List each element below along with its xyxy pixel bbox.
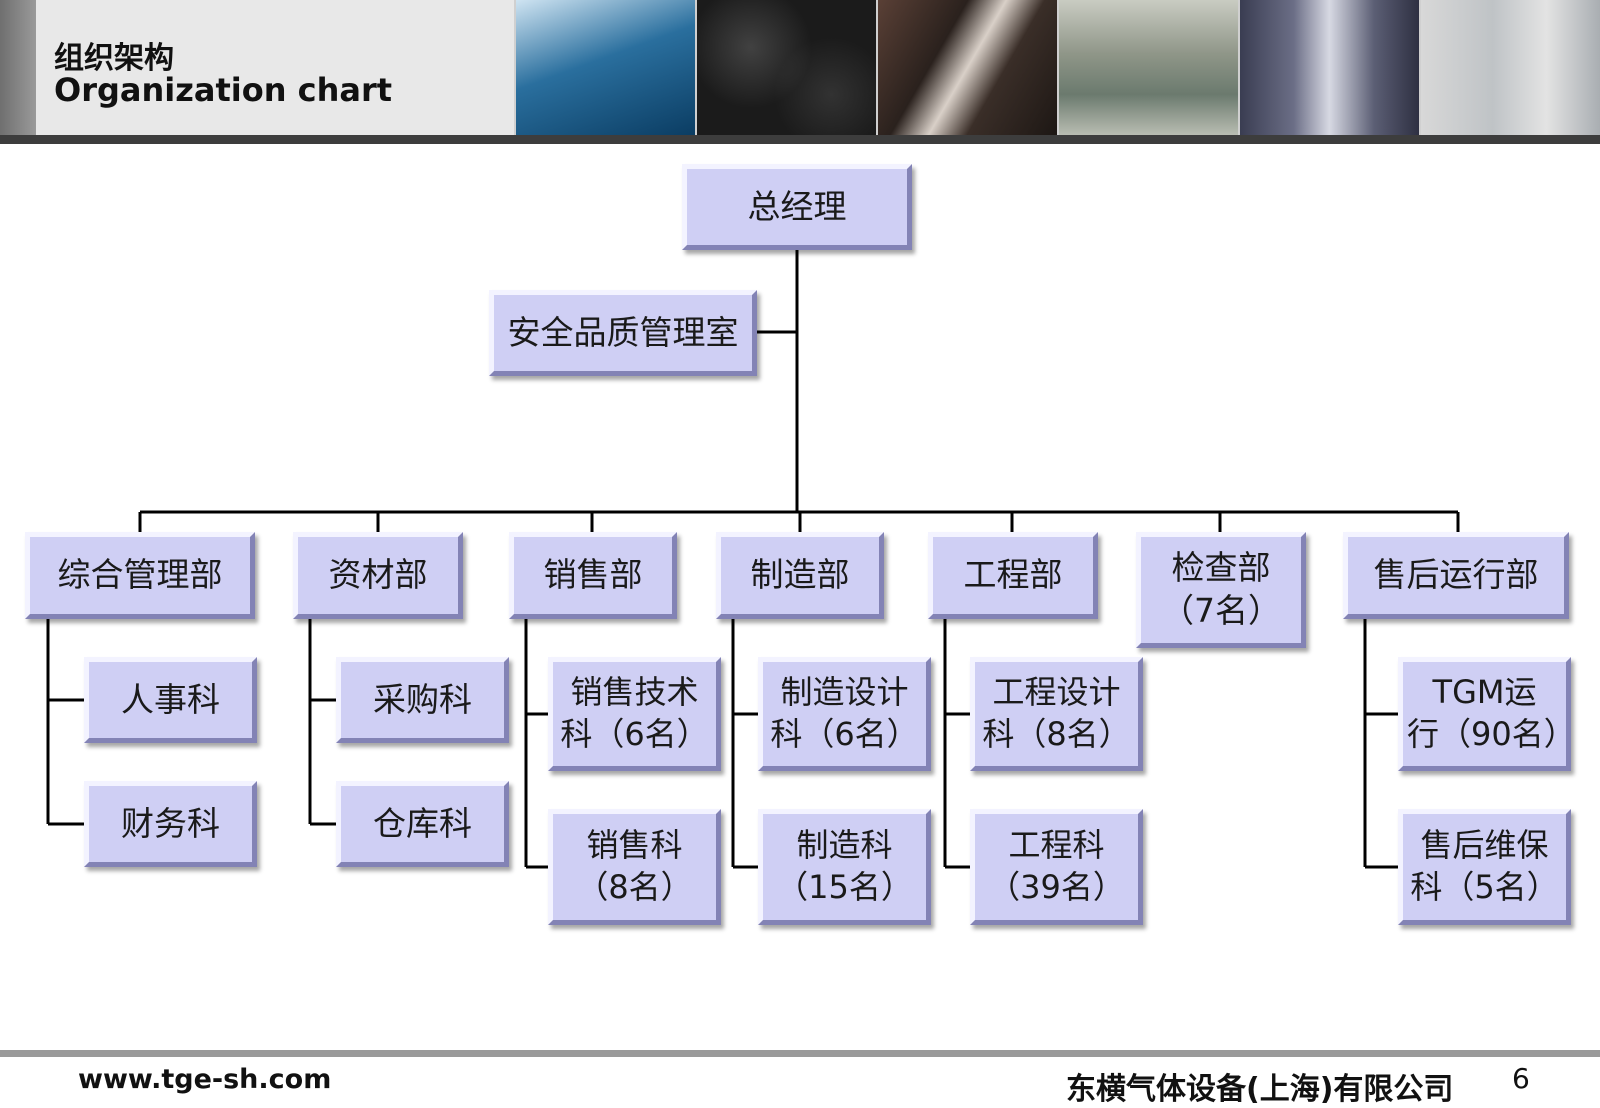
node-dept-general-admin: 综合管理部: [25, 532, 255, 619]
node-sec-sales-tech: 销售技术 科（6名）: [548, 657, 721, 771]
header-divider: [0, 135, 1600, 144]
node-dept-after-sales: 售后运行部: [1343, 532, 1569, 619]
footer-website-link[interactable]: www.tge-sh.com: [78, 1064, 332, 1095]
node-safety-quality-office: 安全品质管理室: [489, 290, 757, 376]
factory-photo: [1057, 0, 1238, 135]
node-dept-engineering: 工程部: [928, 532, 1098, 619]
node-dept-materials: 资材部: [293, 532, 463, 619]
node-sec-sales: 销售科 （8名）: [548, 809, 721, 925]
header-banner: 组织架构 Organization chart: [0, 0, 1600, 135]
node-dept-sales: 销售部: [509, 532, 677, 619]
node-sec-mfg-design: 制造设计 科（6名）: [758, 657, 931, 771]
footer-divider: [0, 1050, 1600, 1057]
page-number: 6: [1512, 1062, 1530, 1095]
header-accent-bar: [0, 0, 36, 135]
footer-company-name: 东横气体设备(上海)有限公司: [1066, 1072, 1454, 1107]
title-chinese: 组织架构: [54, 41, 174, 76]
photo-strip: [514, 0, 1600, 135]
cleanroom-photo: [514, 0, 695, 135]
node-sec-after-sales-maint: 售后维保 科（5名）: [1398, 809, 1571, 925]
node-sec-purchasing: 采购科: [336, 657, 509, 743]
node-sec-mfg: 制造科 （15名）: [758, 809, 931, 925]
cabinet-photo: [1238, 0, 1419, 135]
pipes-photo: [876, 0, 1057, 135]
node-sec-tgm-operation: TGM运 行（90名）: [1398, 657, 1576, 771]
node-dept-inspection: 检查部 （7名）: [1136, 532, 1306, 648]
node-sec-warehouse: 仓库科: [336, 781, 509, 867]
node-dept-manufacturing: 制造部: [716, 532, 884, 619]
node-sec-finance: 财务科: [84, 781, 257, 867]
node-sec-eng: 工程科 （39名）: [970, 809, 1143, 925]
node-general-manager: 总经理: [682, 164, 912, 250]
title-english: Organization chart: [54, 71, 393, 109]
control-panel-photo: [1419, 0, 1600, 135]
node-sec-personnel: 人事科: [84, 657, 257, 743]
gas-cylinders-photo: [695, 0, 876, 135]
node-sec-eng-design: 工程设计 科（8名）: [970, 657, 1143, 771]
